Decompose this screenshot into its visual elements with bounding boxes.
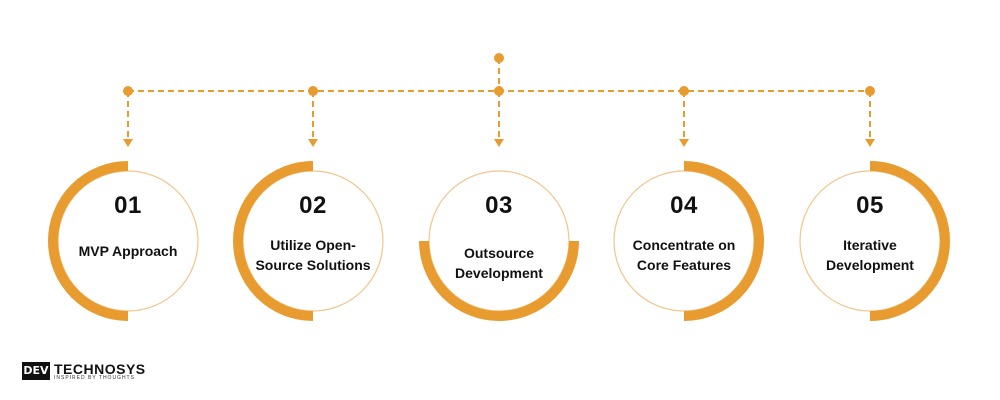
step-arc	[869, 161, 950, 321]
step-label: Concentrate on Core Features	[632, 237, 736, 273]
step-label: MVP Approach	[78, 243, 178, 259]
step-number: 05	[856, 192, 884, 219]
step-number: 04	[670, 192, 698, 219]
arrow-down-icon	[679, 139, 689, 147]
logo-dev-mark: DEV	[22, 362, 50, 380]
step-arc	[419, 240, 579, 321]
logo-tagline: INSPIRED BY THOUGHTS	[54, 375, 135, 381]
arrow-down-icon	[123, 139, 133, 147]
step-label: Outsource Development	[455, 245, 543, 281]
arrow-down-icon	[308, 139, 318, 147]
step-number: 01	[114, 192, 142, 219]
step-arc	[233, 161, 314, 321]
step-label: Utilize Open- Source Solutions	[255, 237, 371, 273]
root-node-dot	[494, 53, 504, 63]
step-arc	[683, 161, 764, 321]
logo-name: TECHNOSYS	[54, 361, 146, 377]
step-arc	[48, 161, 129, 321]
step-number: 03	[485, 192, 513, 219]
arrow-down-icon	[865, 139, 875, 147]
step-label: Iterative Development	[826, 237, 914, 273]
arrow-down-icon	[494, 139, 504, 147]
step-number: 02	[299, 192, 327, 219]
